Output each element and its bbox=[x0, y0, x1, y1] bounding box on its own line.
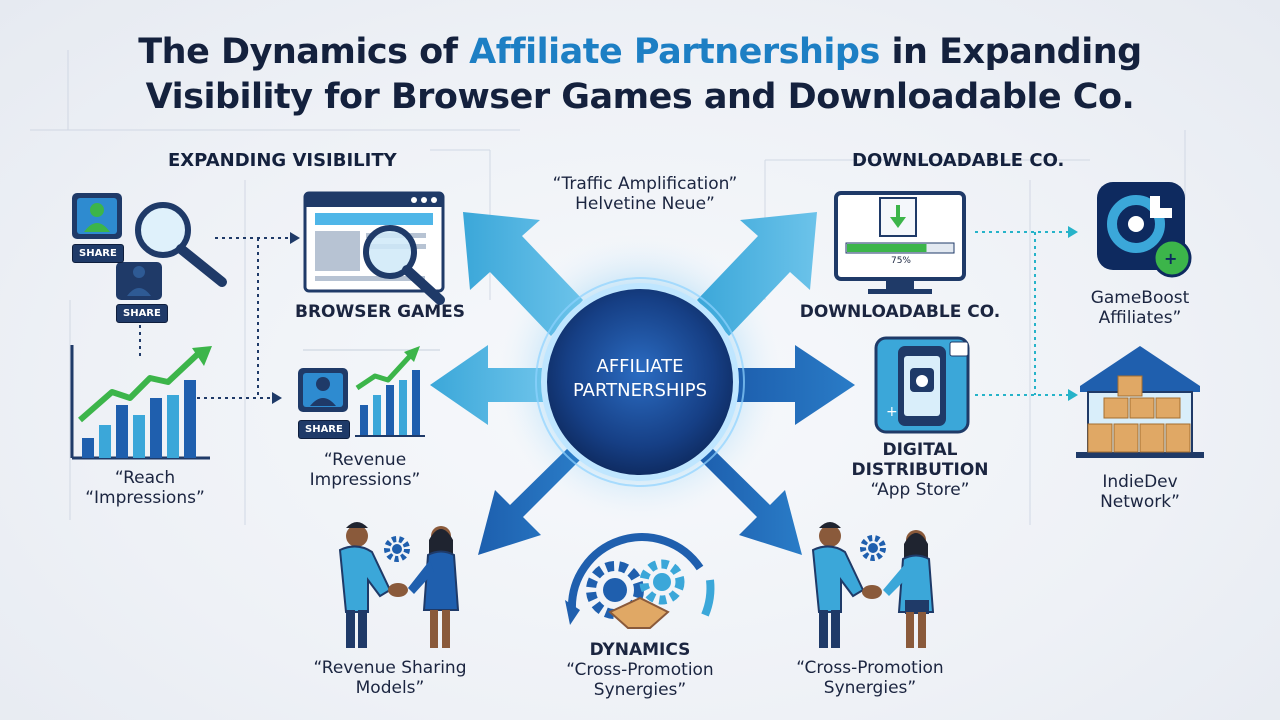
arrow-left bbox=[430, 345, 545, 425]
label-cross-mid-line1: “Cross-Promotion bbox=[566, 660, 714, 680]
label-cross-mid-line2: Synergies” bbox=[593, 680, 687, 700]
label-digital-distribution: DIGITAL DISTRIBUTION “App Store” bbox=[830, 440, 1010, 500]
avatar-icon-small bbox=[298, 368, 348, 412]
title-line2: Visibility for Browser Games and Downloa… bbox=[145, 77, 1135, 117]
label-traffic-line1: “Traffic Amplification” bbox=[552, 174, 738, 194]
label-indiedev-network: IndieDev Network” bbox=[1060, 472, 1220, 512]
heading-expanding-visibility: EXPANDING VISIBILITY bbox=[168, 150, 397, 171]
arrow-right bbox=[735, 345, 855, 425]
magnifier-icon-left bbox=[135, 202, 227, 287]
progress-percent: 75% bbox=[890, 256, 911, 266]
monitor-download-icon bbox=[834, 191, 966, 294]
hub-label-line2: PARTNERSHIPS bbox=[572, 380, 708, 401]
avatar-icon-blue bbox=[116, 262, 162, 300]
magnifier-icon-browser bbox=[363, 225, 445, 305]
label-reach-line2: “Impressions” bbox=[85, 488, 205, 508]
label-digital-line1: DIGITAL bbox=[882, 440, 958, 460]
title-line1-post: in Expanding bbox=[879, 32, 1142, 72]
download-progress-fill bbox=[847, 244, 927, 252]
hub-circle bbox=[541, 283, 739, 481]
gear-icon-left bbox=[384, 536, 410, 562]
label-dynamics-cross-promotion: DYNAMICS “Cross-Promotion Synergies” bbox=[540, 640, 740, 700]
label-reach-impressions: “Reach “Impressions” bbox=[50, 468, 240, 508]
handshake-people-right bbox=[811, 522, 935, 648]
growth-chart-small bbox=[303, 346, 440, 437]
label-gameboost-line2: Affiliates” bbox=[1098, 308, 1182, 328]
arrow-down-right bbox=[700, 448, 802, 555]
share-badge: SHARE bbox=[72, 244, 124, 263]
label-digital-line2: DISTRIBUTION bbox=[851, 460, 989, 480]
gameboost-app-icon: + bbox=[1097, 182, 1192, 278]
hub-label: AFFILIATE PARTNERSHIPS bbox=[540, 355, 740, 403]
label-digital-line3: “App Store” bbox=[870, 480, 970, 500]
gear-icon-right bbox=[860, 535, 886, 561]
label-indiedev-line1: IndieDev bbox=[1102, 472, 1178, 492]
label-dynamics: DYNAMICS bbox=[589, 640, 691, 660]
label-rev-sharing-line2: Models” bbox=[355, 678, 425, 698]
label-cross-right-line1: “Cross-Promotion bbox=[796, 658, 944, 678]
label-reach-line1: “Reach bbox=[114, 468, 176, 488]
svg-text:+: + bbox=[886, 404, 898, 420]
share-badge: SHARE bbox=[116, 304, 168, 323]
page-title: The Dynamics of Affiliate Partnerships i… bbox=[0, 30, 1280, 120]
heading-downloadable-co: DOWNLOADABLE CO. bbox=[852, 150, 1065, 171]
title-line1-pre: The Dynamics of bbox=[138, 32, 470, 72]
dotted-connectors-left bbox=[139, 237, 290, 399]
label-cross-promotion-right: “Cross-Promotion Synergies” bbox=[770, 658, 970, 698]
label-revenue-line2: Impressions” bbox=[309, 470, 421, 490]
growth-chart-left bbox=[70, 345, 212, 460]
label-gameboost-affiliates: GameBoost Affiliates” bbox=[1060, 288, 1220, 328]
hub-label-line1: AFFILIATE bbox=[596, 356, 684, 377]
handshake-gears-center bbox=[565, 533, 715, 629]
app-store-phone-icon: + bbox=[874, 336, 970, 434]
label-gameboost-line1: GameBoost bbox=[1090, 288, 1190, 308]
avatar-icon-green bbox=[72, 193, 122, 239]
label-revenue-line1: “Revenue bbox=[323, 450, 407, 470]
label-rev-sharing-line1: “Revenue Sharing bbox=[313, 658, 467, 678]
label-downloadable-co: DOWNLOADABLE CO. bbox=[799, 302, 1001, 322]
arrow-down-left bbox=[478, 448, 580, 555]
share-badge: SHARE bbox=[298, 420, 350, 439]
label-revenue-impressions: “Revenue Impressions” bbox=[275, 450, 455, 490]
title-highlight: Affiliate Partnerships bbox=[469, 32, 880, 72]
svg-text:+: + bbox=[1164, 249, 1177, 268]
label-traffic-line2: Helvetine Neue” bbox=[575, 194, 715, 214]
label-browser-games: BROWSER GAMES bbox=[295, 302, 465, 322]
warehouse-icon bbox=[1076, 346, 1204, 458]
arrow-up-right bbox=[697, 212, 817, 336]
dotted-connectors-right bbox=[975, 231, 1068, 396]
arrow-up-left bbox=[463, 212, 583, 336]
label-revenue-sharing-models: “Revenue Sharing Models” bbox=[290, 658, 490, 698]
label-cross-right-line2: Synergies” bbox=[823, 678, 917, 698]
label-traffic-amplification: “Traffic Amplification” Helvetine Neue” bbox=[500, 174, 790, 214]
handshake-people-left bbox=[338, 522, 460, 648]
label-indiedev-line2: Network” bbox=[1100, 492, 1180, 512]
